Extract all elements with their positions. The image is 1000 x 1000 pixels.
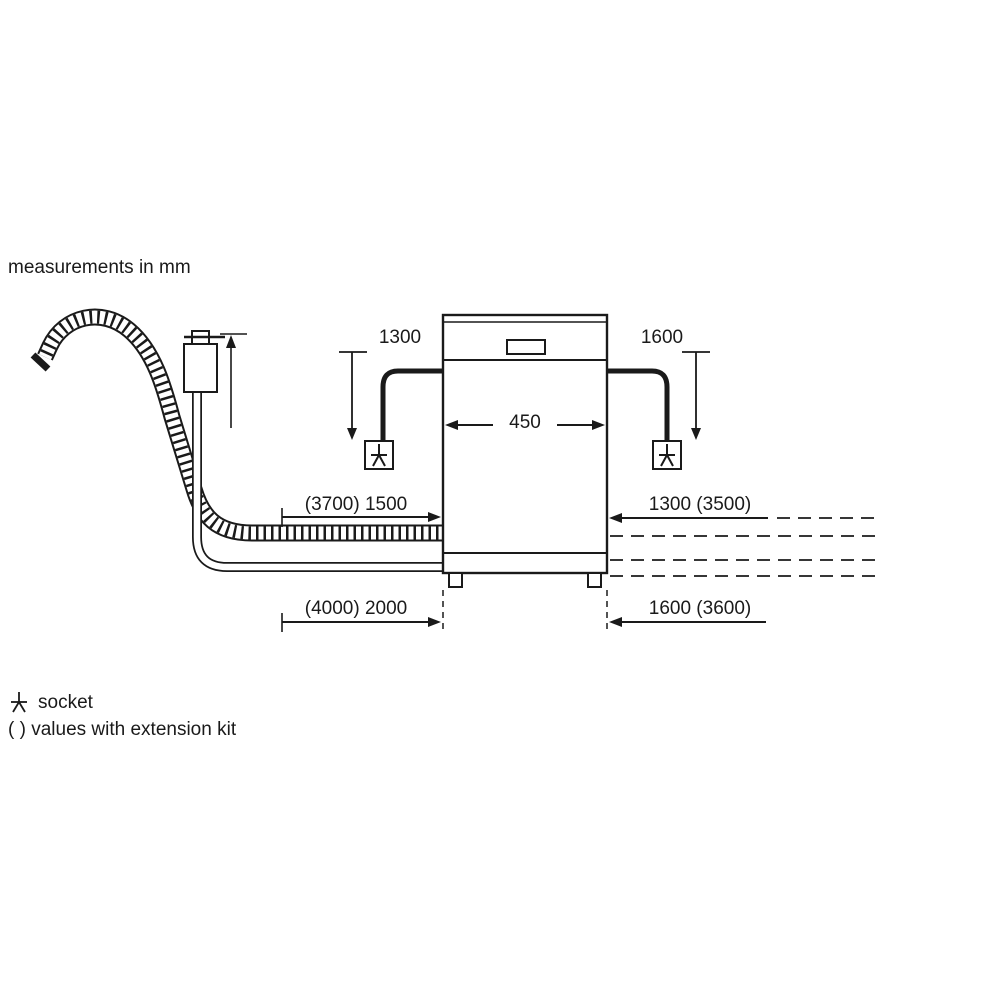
cord-left-dimension [339, 351, 367, 440]
appliance-foot-right [587, 572, 602, 588]
supply-dimension-left [281, 613, 441, 632]
supply-dimension-right [609, 617, 766, 627]
legend-socket-label: socket [38, 692, 93, 713]
dimension-label-supply-left: (4000) 2000 [304, 598, 408, 619]
power-cord-left [380, 368, 444, 441]
socket-icon [371, 444, 387, 467]
legend-extension-note: ( ) values with extension kit [8, 719, 237, 740]
dimension-label-supply-right: 1600 (3600) [648, 598, 752, 619]
socket-right [652, 440, 682, 470]
drain-hose [30, 308, 446, 542]
hose-extension-dashed-lines [610, 517, 876, 577]
aquastop-valve [183, 330, 225, 393]
dimension-label-appliance-width: 450 [493, 412, 557, 434]
drain-dimension-left [281, 508, 441, 527]
dimension-label-drain-left: (3700) 1500 [304, 494, 408, 515]
measurements-note: measurements in mm [8, 257, 191, 278]
drain-dimension-right [609, 513, 768, 523]
power-cord-right [606, 368, 670, 441]
legend-socket-icon [11, 692, 27, 713]
dimension-label-drain-right: 1300 (3500) [648, 494, 752, 515]
power-cords [380, 368, 670, 441]
tap-height-arrow [220, 333, 247, 428]
width-dimension-arrow [445, 420, 605, 430]
appliance-edge-projection-lines [442, 590, 608, 633]
appliance-outline [441, 313, 609, 588]
appliance-foot-left [448, 572, 463, 588]
drain-hose-end-fitting [30, 352, 51, 372]
dimension-label-cord-right: 1600 [640, 327, 684, 348]
supply-hose [192, 392, 446, 572]
socket-icon [659, 444, 675, 467]
socket-left [364, 440, 394, 470]
control-panel [506, 339, 546, 355]
dimension-label-cord-left: 1300 [378, 327, 422, 348]
cord-right-dimension [682, 351, 710, 440]
